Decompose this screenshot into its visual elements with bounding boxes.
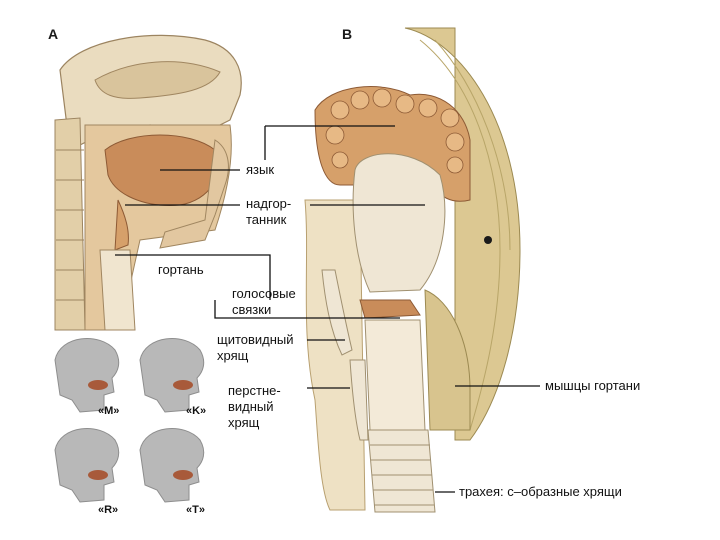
panel-label-b: B xyxy=(342,26,352,42)
label-vocal-cords-line1: голосовые xyxy=(232,286,296,301)
sound-label-k: «K» xyxy=(186,405,206,417)
label-cricoid-line2: видный xyxy=(228,399,274,414)
label-cricoid-line3: хрящ xyxy=(228,415,259,430)
larynx-section xyxy=(305,28,520,512)
label-muscles: мышцы гортани xyxy=(545,378,640,393)
sound-label-m: «M» xyxy=(98,405,119,417)
label-vocal-cords-line2: связки xyxy=(232,302,271,317)
sound-label-r: «R» xyxy=(98,504,118,516)
label-thyroid-line1: щитовидный xyxy=(217,332,294,347)
label-tongue: язык xyxy=(246,162,274,177)
sound-label-t: «T» xyxy=(186,504,205,516)
head-sagittal-section xyxy=(55,35,241,330)
label-larynx: гортань xyxy=(158,262,204,277)
panel-label-a: A xyxy=(48,26,58,42)
label-trachea: трахея: с–образные хрящи xyxy=(459,484,622,499)
label-cricoid-line1: перстне- xyxy=(228,383,281,398)
label-epiglottis-line2: танник xyxy=(246,212,286,227)
label-epiglottis-line1: надгор- xyxy=(246,196,291,211)
label-thyroid-line2: хрящ xyxy=(217,348,248,363)
